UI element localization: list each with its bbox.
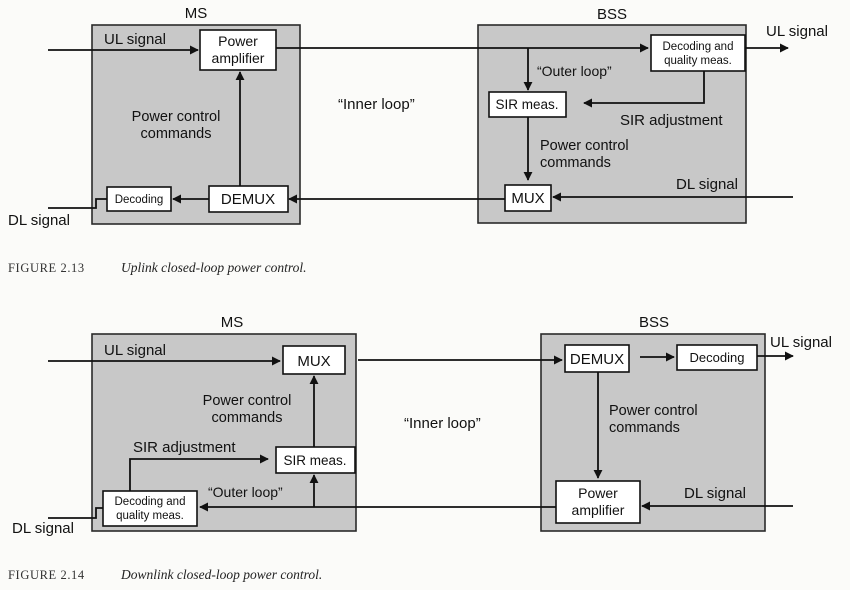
power-amplifier-box bbox=[555, 480, 641, 524]
caption-text: Downlink closed-loop power control. bbox=[120, 567, 322, 582]
sir-adjustment-arrow bbox=[129, 454, 269, 491]
decoding-label: Decoding bbox=[115, 194, 164, 206]
decoding-quality-label-line2: quality meas. bbox=[664, 55, 732, 67]
mux-label: MUX bbox=[297, 353, 330, 370]
inner-loop-label: “Inner loop” bbox=[404, 415, 481, 432]
ms-power-control-commands-line1: Power control bbox=[203, 393, 292, 409]
mux-box bbox=[504, 184, 552, 212]
ms-power-control-commands-line1: Power control bbox=[132, 109, 221, 125]
dl-signal-input-label: DL signal bbox=[676, 176, 738, 193]
demux-label: DEMUX bbox=[570, 351, 624, 368]
outer-loop-label: “Outer loop” bbox=[537, 63, 612, 79]
sir-adjustment-arrow bbox=[583, 71, 705, 108]
ms-power-control-commands-line2: commands bbox=[141, 126, 212, 142]
demux-box bbox=[208, 185, 289, 213]
caption-number: FIGURE 2.13 bbox=[8, 261, 85, 275]
sir-meas-label: SIR meas. bbox=[495, 97, 558, 112]
caption-text: Uplink closed-loop power control. bbox=[121, 260, 306, 275]
decoding-quality-label-line2: quality meas. bbox=[116, 510, 184, 522]
decoding-quality-label-line1: Decoding and bbox=[115, 496, 186, 508]
demux-label: DEMUX bbox=[221, 191, 275, 208]
bss-power-control-commands-line2: commands bbox=[609, 420, 680, 436]
bss-power-control-commands-line1: Power control bbox=[540, 138, 629, 154]
bss-title: BSS bbox=[597, 6, 627, 23]
dl-signal-output-label: DL signal bbox=[8, 212, 70, 229]
ul-signal-output-label: UL signal bbox=[770, 334, 832, 351]
ms-title: MS bbox=[221, 314, 244, 331]
mux-box bbox=[282, 345, 346, 375]
decoding-quality-label-line1: Decoding and bbox=[663, 41, 734, 53]
dl-signal-output-line bbox=[48, 198, 107, 209]
sir-meas-label: SIR meas. bbox=[283, 453, 346, 468]
figure-2-14: MS BSS UL signal MUX DEMUX Decoding UL s… bbox=[8, 314, 832, 582]
decoding-label: Decoding bbox=[690, 350, 745, 365]
decoding-quality-box bbox=[650, 34, 746, 72]
sir-meas-box bbox=[488, 91, 567, 118]
power-amplifier-label-line2: amplifier bbox=[212, 50, 265, 66]
power-amplifier-box bbox=[199, 29, 277, 71]
power-amplifier-label-line2: amplifier bbox=[572, 502, 625, 518]
inner-loop-label: “Inner loop” bbox=[338, 96, 415, 113]
outer-loop-label: “Outer loop” bbox=[208, 484, 283, 500]
ms-power-control-commands-line2: commands bbox=[212, 410, 283, 426]
ul-signal-input-label: UL signal bbox=[104, 31, 166, 48]
mux-label: MUX bbox=[511, 190, 544, 207]
figure-2-13: MS BSS UL signal Power amplifier Decodin… bbox=[8, 5, 828, 275]
caption-number: FIGURE 2.14 bbox=[8, 568, 85, 582]
sir-meas-box bbox=[275, 446, 356, 474]
bss-power-control-commands-line1: Power control bbox=[609, 403, 698, 419]
power-amplifier-label-line1: Power bbox=[218, 33, 258, 49]
dl-signal-input-label: DL signal bbox=[684, 485, 746, 502]
ul-signal-output-label: UL signal bbox=[766, 23, 828, 40]
decoding-quality-box bbox=[102, 490, 198, 527]
decoding-box bbox=[676, 344, 758, 371]
sir-adjustment-label: SIR adjustment bbox=[133, 439, 236, 456]
demux-box bbox=[564, 344, 630, 373]
ms-title: MS bbox=[185, 5, 208, 22]
dl-signal-output-line bbox=[48, 507, 103, 519]
bss-title: BSS bbox=[639, 314, 669, 331]
power-amplifier-label-line1: Power bbox=[578, 485, 618, 501]
ul-signal-input-label: UL signal bbox=[104, 342, 166, 359]
dl-signal-output-label: DL signal bbox=[12, 520, 74, 537]
sir-adjustment-label: SIR adjustment bbox=[620, 112, 723, 129]
bss-power-control-commands-line2: commands bbox=[540, 155, 611, 171]
